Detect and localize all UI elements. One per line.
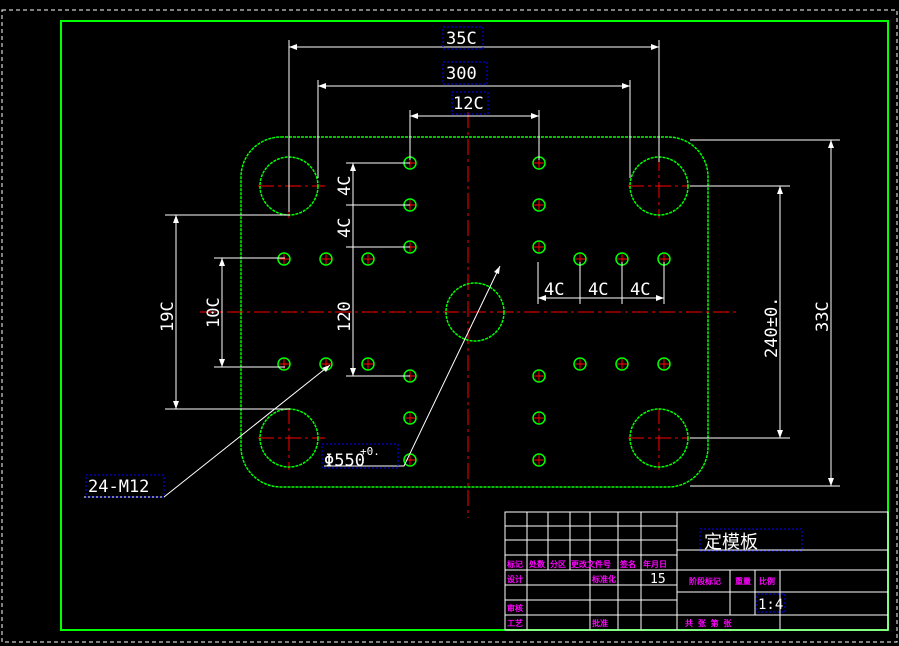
title-block (504, 511, 889, 631)
part-name: 定模板 (704, 532, 758, 553)
dim-40-right-3: 4C (630, 280, 650, 300)
dim-240: 240±0. (762, 297, 782, 358)
tb-field-15: 15 (650, 572, 666, 587)
dim-40-left-1: 4C (335, 176, 355, 196)
screw-hole (361, 252, 375, 266)
tb-label-approve: 批准 (592, 618, 608, 628)
dim-190: 19C (158, 301, 178, 332)
screw-hole (403, 411, 417, 425)
tb-label-process: 工艺 (507, 618, 523, 628)
dim-120-top: 12C (453, 94, 484, 114)
screw-hole (532, 453, 546, 467)
dim-40-right-2: 4C (588, 280, 608, 300)
tb-label-ratio: 比例 (759, 576, 775, 586)
screw-hole (361, 357, 375, 371)
tb-label-mark: 标记 (506, 559, 523, 569)
drawing-frame (60, 20, 889, 631)
central-bore (445, 282, 505, 342)
dim-120-mid: 120 (335, 301, 355, 332)
dim-40-left-2: 4C (335, 218, 355, 238)
screw-hole (319, 252, 333, 266)
tb-label-review: 审核 (507, 603, 523, 613)
screw-hole (532, 411, 546, 425)
tb-label-date: 年月日 (643, 559, 667, 569)
tb-label-weight: 重量 (735, 576, 751, 586)
dimension-lines (84, 40, 840, 498)
screw-hole (615, 357, 629, 371)
tb-label-sign: 签名 (619, 559, 636, 569)
tb-label-stage: 阶段标记 (689, 576, 721, 586)
sheet-border (1, 9, 898, 643)
thread-note: 24-M12 (88, 477, 149, 497)
tb-label-sheets: 共 张 第 张 (685, 618, 732, 628)
tb-label-change-doc: 更改文件号 (571, 559, 611, 569)
screw-holes (277, 156, 671, 467)
tb-label-standardize: 标准化 (591, 574, 616, 584)
screw-hole (277, 252, 291, 266)
scale-value: 1:4 (758, 597, 783, 613)
screw-hole (532, 369, 546, 383)
tb-label-zone: 分区 (550, 559, 566, 569)
dim-40-right-1: 4C (544, 280, 564, 300)
dim-100: 10C (204, 297, 224, 328)
screw-hole (532, 198, 546, 212)
screw-hole (657, 357, 671, 371)
screw-hole (532, 240, 546, 254)
dimension-arrows (173, 44, 834, 486)
dim-350: 35C (446, 29, 477, 49)
screw-hole (277, 357, 291, 371)
tb-label-design: 设计 (507, 574, 523, 584)
dim-330: 33C (813, 301, 833, 332)
dim-300: 300 (446, 64, 477, 84)
screw-hole (573, 357, 587, 371)
tb-label-count: 处数 (528, 559, 546, 569)
bore-tolerance: +0. (360, 445, 380, 458)
center-lines (200, 112, 740, 518)
bore-dim: Φ550 (324, 451, 365, 471)
